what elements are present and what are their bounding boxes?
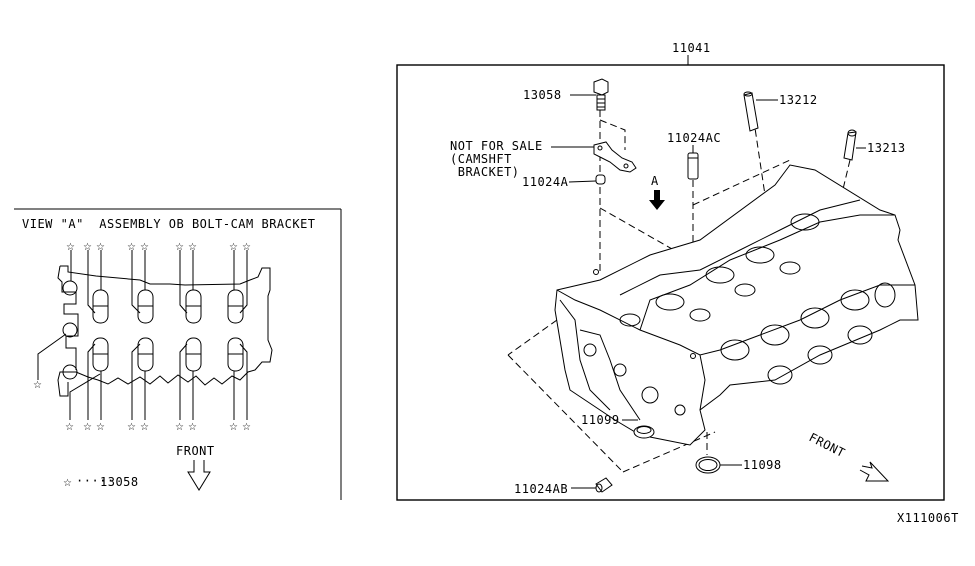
- star-leaders-bottom: [37, 333, 248, 420]
- bolt-pairs: [92, 289, 244, 372]
- star-icon: ☆: [127, 422, 136, 433]
- star-icon: ☆: [83, 242, 92, 253]
- callout-not-for-sale-line2: (CAMSHFT: [450, 152, 512, 166]
- star-leaders-top: [70, 250, 248, 314]
- callout-13212[interactable]: 13212: [779, 93, 818, 107]
- view-front-label: FRONT: [176, 444, 215, 458]
- star-icon: ☆: [96, 242, 105, 253]
- callout-11099[interactable]: 11099: [581, 413, 620, 427]
- star-icon: ☆: [127, 242, 136, 253]
- main-panel: 11041: [396, 41, 945, 501]
- part-camshaft-bracket[interactable]: [593, 141, 637, 173]
- front-arrow-icon: [187, 460, 211, 491]
- assembly-frame: [396, 64, 945, 501]
- callout-11098[interactable]: 11098: [743, 458, 782, 472]
- legend-star-icon: ☆: [63, 478, 72, 489]
- part-13058-bolt[interactable]: [593, 78, 609, 111]
- part-11024AC-dowel[interactable]: [687, 152, 699, 180]
- part-13213-stud[interactable]: [843, 129, 857, 161]
- main-front-label: FRONT: [807, 430, 848, 460]
- callout-not-for-sale-line1[interactable]: NOT FOR SALE: [450, 139, 543, 153]
- legend-dots: ·····: [76, 474, 115, 488]
- star-icon: ☆: [242, 422, 251, 433]
- view-panel-title: VIEW "A" ASSEMBLY OB BOLT-CAM BRACKET: [22, 217, 316, 231]
- leader-11024A: [568, 180, 597, 183]
- dowel-hole: [62, 280, 78, 296]
- view-a-panel: VIEW "A" ASSEMBLY OB BOLT-CAM BRACKET: [14, 208, 342, 500]
- callout-11024A[interactable]: 11024A: [522, 175, 569, 189]
- star-icon: ☆: [188, 242, 197, 253]
- star-icon: ☆: [175, 242, 184, 253]
- part-13212-stud[interactable]: [743, 91, 759, 132]
- assembly-part-number[interactable]: 11041: [672, 41, 711, 55]
- star-icon: ☆: [33, 380, 42, 391]
- callout-13058[interactable]: 13058: [523, 88, 562, 102]
- star-icon: ☆: [188, 422, 197, 433]
- callout-not-for-sale-line3: BRACKET): [450, 165, 520, 179]
- head-outline-top-view: [57, 265, 273, 397]
- head-left-edge: [57, 265, 79, 370]
- star-icon: ☆: [242, 242, 251, 253]
- part-11024A-dowel[interactable]: [595, 174, 606, 185]
- view-arrow-label: A: [651, 174, 659, 188]
- star-icon: ☆: [140, 242, 149, 253]
- star-icon: ☆: [66, 242, 75, 253]
- star-icon: ☆: [140, 422, 149, 433]
- star-markers: ☆ ☆ ☆ ☆ ☆ ☆ ☆ ☆ ☆ ☆ ☆ ☆ ☆ ☆ ☆ ☆ ☆ ☆ ☆: [33, 242, 251, 433]
- dowel-hole: [62, 322, 78, 338]
- dowel-hole: [62, 364, 78, 380]
- star-icon: ☆: [83, 422, 92, 433]
- part-11024AB-dowel[interactable]: [595, 477, 613, 493]
- star-icon: ☆: [229, 242, 238, 253]
- front-arrow-diagonal-icon: [859, 461, 890, 482]
- callout-11024AC[interactable]: 11024AC: [667, 131, 721, 145]
- view-arrow-icon: [649, 190, 665, 210]
- legend-part-number: 13058: [100, 475, 139, 489]
- star-icon: ☆: [175, 422, 184, 433]
- diagram-code: X111006T: [897, 511, 959, 525]
- star-icon: ☆: [229, 422, 238, 433]
- cylinder-head: [554, 164, 919, 446]
- callout-11024AB[interactable]: 11024AB: [514, 482, 568, 496]
- star-icon: ☆: [96, 422, 105, 433]
- callout-13213[interactable]: 13213: [867, 141, 906, 155]
- part-11099-seal[interactable]: [633, 425, 655, 439]
- star-icon: ☆: [65, 422, 74, 433]
- part-11098-seal[interactable]: [695, 456, 721, 474]
